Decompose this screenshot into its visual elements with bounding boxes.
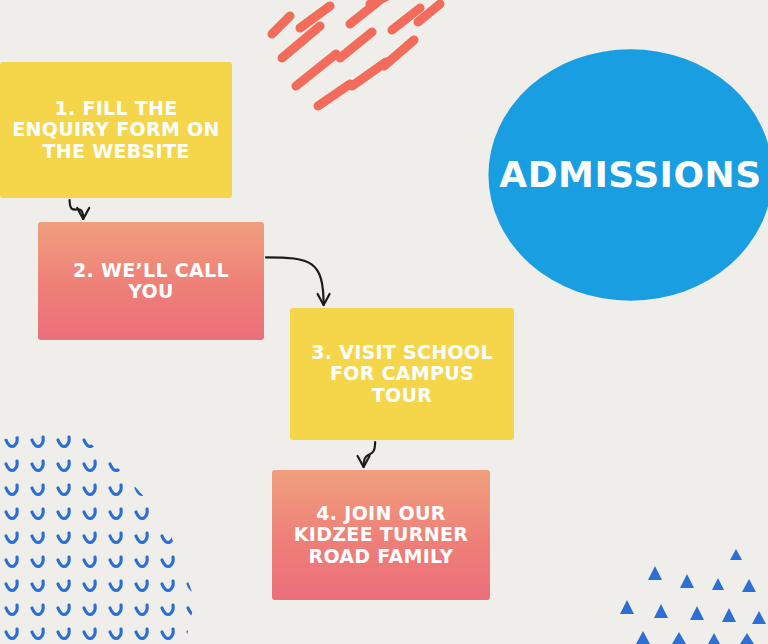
coral-stroke: [296, 54, 336, 86]
curved-arrow: [266, 257, 330, 305]
coral-strokes: [272, 0, 440, 106]
check-texture: [0, 425, 195, 644]
step-text: 1. FILL THE ENQUIRY FORM ON THE WEBSITE: [12, 98, 220, 162]
step-box: 1. FILL THE ENQUIRY FORM ON THE WEBSITE: [0, 62, 232, 198]
coral-stroke: [272, 16, 290, 34]
step-box: 2. WE’LL CALL YOU: [38, 222, 264, 340]
step-text: 4. JOIN OUR KIDZEE TURNER ROAD FAMILY: [284, 503, 478, 567]
coral-stroke: [384, 40, 414, 66]
text-group: 3. VISIT SCHOOL FOR CAMPUS TOUR: [302, 342, 502, 406]
triangle-texture: [620, 549, 766, 644]
step-box: 3. VISIT SCHOOL FOR CAMPUS TOUR: [290, 308, 514, 440]
text-group: 2. WE’LL CALL YOU: [50, 260, 252, 303]
step-text: 2. WE’LL CALL YOU: [50, 260, 252, 303]
coral-stroke: [418, 4, 440, 22]
coral-stroke: [318, 84, 350, 106]
title-text: ADMISSIONS: [499, 155, 761, 195]
coral-stroke: [370, 0, 392, 4]
text-group: 1. FILL THE ENQUIRY FORM ON THE WEBSITE: [12, 98, 220, 162]
title-circle: ADMISSIONS: [487, 48, 768, 302]
step-box: 4. JOIN OUR KIDZEE TURNER ROAD FAMILY: [272, 470, 490, 600]
curved-arrow: [70, 200, 90, 219]
step-text: 3. VISIT SCHOOL FOR CAMPUS TOUR: [302, 342, 502, 406]
text-group: 4. JOIN OUR KIDZEE TURNER ROAD FAMILY: [284, 503, 478, 567]
coral-stroke: [282, 26, 320, 58]
curved-arrow: [358, 442, 376, 467]
coral-stroke: [340, 32, 372, 58]
text-group: ADMISSIONS: [499, 155, 761, 195]
